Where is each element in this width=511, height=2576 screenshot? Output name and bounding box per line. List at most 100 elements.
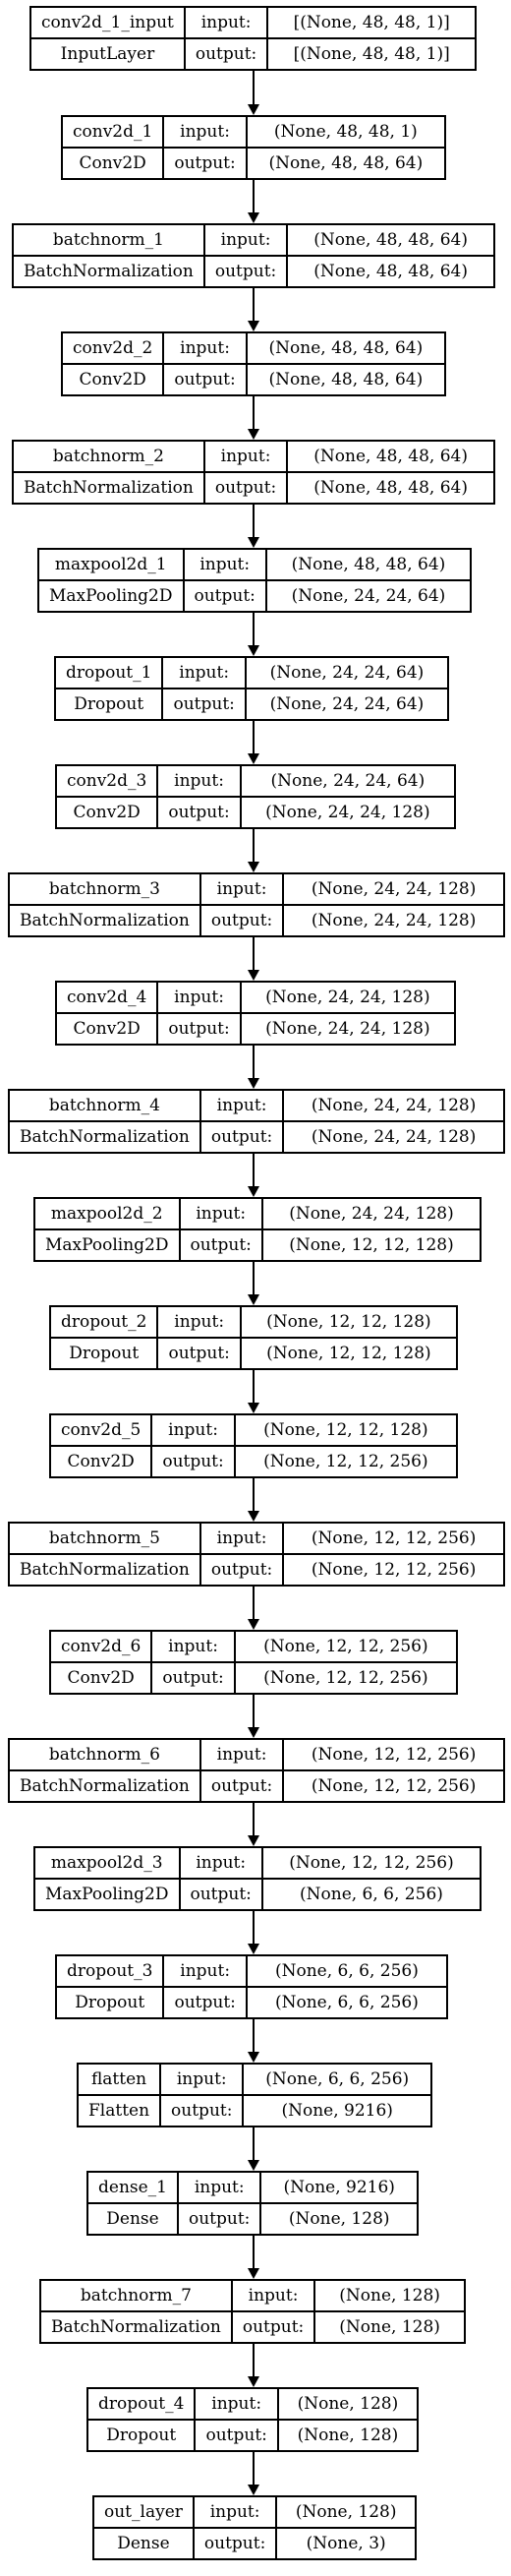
input-label: input: [196,2389,277,2421]
output-label: output: [174,1993,236,2012]
arrow-head-icon [248,970,259,981]
layer-type: InputLayer [60,44,155,64]
layer-name: batchnorm_6 [10,1740,199,1771]
output-label: output: [205,2426,267,2445]
input-label: input: [158,1307,240,1339]
output-label: output: [173,694,235,714]
layer-name: batchnorm_5 [10,1524,199,1555]
shape-cell: (None, 12, 12, 256) (None, 6, 6, 256) [262,1848,480,1909]
output-shape: (None, 48, 48, 64) [313,262,468,281]
arrow-head-icon [248,645,259,656]
output-shape: (None, 24, 24, 128) [311,911,477,930]
output-shape: (None, 12, 12, 256) [311,1560,477,1580]
io-label-cell: input:output: [200,1740,285,1801]
arrow-head-icon [248,537,259,548]
io-label-cell: input: output: [158,766,242,827]
io-label-cell: input:output: [152,1415,236,1476]
input-shape: (None, 24, 24, 64) [241,766,454,798]
arrow-head-icon [248,429,259,440]
shape-cell: (None, 24, 24, 128)(None, 24, 24, 128) [284,874,503,935]
shape-cell: (None, 48, 48, 64)(None, 48, 48, 64) [288,442,493,503]
input-label: input: [204,225,287,257]
output-shape: (None, 24, 24, 64) [269,694,425,714]
input-shape: (None, 6, 6, 256) [244,2065,430,2096]
layer-name: conv2d_5 [51,1415,151,1447]
layer-name: conv2d_1 [63,117,163,149]
arrow-head-icon [248,1944,259,1954]
output-shape: (None, 9216) [281,2101,393,2121]
shape-cell: (None, 12, 12, 256) (None, 12, 12, 256) [284,1524,503,1585]
output-label: output: [195,44,257,64]
output-label: output: [168,1019,230,1039]
layer-name: dense_1 [88,2173,177,2204]
io-label-cell: input:output: [164,333,248,394]
shape-cell: (None, 24, 24, 128)(None, 24, 24, 128) [284,1091,503,1152]
input-shape: (None, 48, 48, 64) [266,550,470,581]
io-label-cell: input:output: [185,8,269,69]
io-label-cell: input:output: [200,1524,285,1585]
io-label-cell: input:output: [204,225,289,286]
output-label: output: [168,1344,230,1363]
io-label-cell: input:output: [180,1199,263,1260]
output-label: output: [168,803,230,822]
shape-cell: (None, 128)(None, 3) [277,2497,415,2558]
input-label: input: [184,550,265,581]
layer-type: BatchNormalization [20,1776,190,1796]
io-label-cell: input: output: [196,2389,279,2450]
input-shape: (None, 12, 12, 256) [262,1848,480,1880]
arrow-head-icon [248,1835,259,1846]
input-shape: (None, 12, 12, 256) [284,1524,503,1555]
layer-name: dropout_3 [57,1956,163,1988]
output-shape: (None, 6, 6, 256) [300,1885,443,1904]
input-shape: (None, 24, 24, 64) [246,658,447,689]
arrow-head-icon [248,862,259,872]
input-label: input: [204,442,287,473]
output-shape: (None, 12, 12, 128) [266,1344,431,1363]
input-label: input: [179,2173,260,2204]
layer-name: conv2d_1_input [31,8,184,39]
input-shape: (None, 48, 48, 64) [288,442,493,473]
input-shape: (None, 24, 24, 128) [284,1091,503,1122]
output-label: output: [190,1885,252,1904]
shape-cell: (None, 24, 24, 128)(None, 12, 12, 128) [262,1199,480,1260]
layer-type: MaxPooling2D [45,1235,169,1255]
input-shape: (None, 48, 48, 64) [247,333,444,365]
shape-cell: (None, 12, 12, 128)(None, 12, 12, 256) [235,1415,456,1476]
shape-cell: (None, 24, 24, 128)(None, 24, 24, 128) [241,983,454,1044]
layer-type: MaxPooling2D [49,586,173,606]
output-label: output: [162,1668,224,1688]
layer-type: BatchNormalization [20,1560,190,1580]
output-label: output: [189,2209,251,2229]
io-label-cell: input:output: [194,2497,278,2558]
layer-name: batchnorm_1 [14,225,203,257]
output-label: output: [214,478,277,498]
input-label: input: [158,766,240,798]
layer-type: Dropout [106,2426,177,2445]
output-shape: (None, 24, 24, 128) [265,803,430,822]
output-label: output: [174,153,236,173]
input-shape: (None, 9216) [261,2173,417,2204]
arrow-head-icon [248,1078,259,1089]
shape-cell: (None, 6, 6, 256)(None, 6, 6, 256) [247,1956,446,2017]
